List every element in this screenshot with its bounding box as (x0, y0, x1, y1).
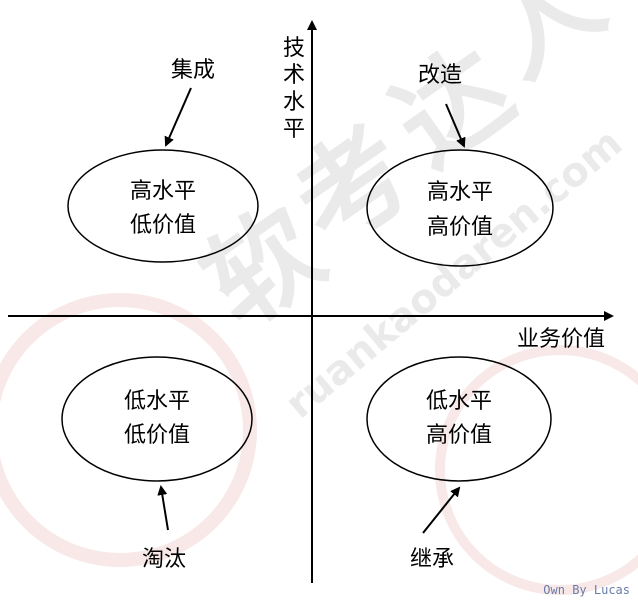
y-axis-label-char-2: 术 (283, 63, 305, 88)
ellipse-top-right-line-1: 高水平 (427, 180, 493, 205)
ellipse-top-left (67, 149, 259, 263)
strategy-label-integrate: 集成 (171, 58, 215, 83)
ellipse-top-right (366, 149, 554, 267)
x-axis-label: 业务价值 (517, 327, 605, 352)
ellipse-top-right-line-2: 高价值 (427, 215, 493, 240)
arrow-eliminate (157, 485, 169, 531)
quadrant-bottom-right: 低水平 高价值 继承 (366, 356, 552, 572)
arrow-inherit (422, 486, 461, 534)
quadrant-top-left: 集成 高水平 低价值 (67, 58, 259, 263)
ellipse-bottom-right (366, 356, 552, 482)
ellipse-bottom-left (61, 356, 253, 482)
ellipse-bottom-left-line-1: 低水平 (124, 389, 190, 414)
credit-text: Own By Lucas (543, 583, 630, 597)
strategy-label-eliminate: 淘汰 (142, 547, 186, 572)
y-axis-label-char-1: 技 (283, 36, 305, 61)
y-axis-label-char-4: 平 (283, 117, 305, 142)
quadrant-top-right: 改造 高水平 高价值 (366, 63, 554, 267)
y-axis-label: 技 术 水 平 (283, 36, 305, 142)
ellipse-bottom-right-line-2: 高价值 (426, 423, 492, 448)
ellipse-top-left-line-2: 低价值 (130, 213, 196, 238)
ellipse-top-left-line-1: 高水平 (130, 179, 196, 204)
arrow-integrate (164, 87, 192, 147)
quadrant-bottom-left: 低水平 低价值 淘汰 (61, 356, 253, 572)
strategy-label-inherit: 继承 (410, 547, 454, 572)
ellipse-bottom-left-line-2: 低价值 (124, 423, 190, 448)
arrow-reform (445, 103, 466, 148)
y-axis-label-char-3: 水 (283, 90, 305, 115)
ellipse-bottom-right-line-1: 低水平 (426, 389, 492, 414)
strategy-label-reform: 改造 (418, 63, 462, 88)
watermark-seal-right (435, 345, 638, 595)
